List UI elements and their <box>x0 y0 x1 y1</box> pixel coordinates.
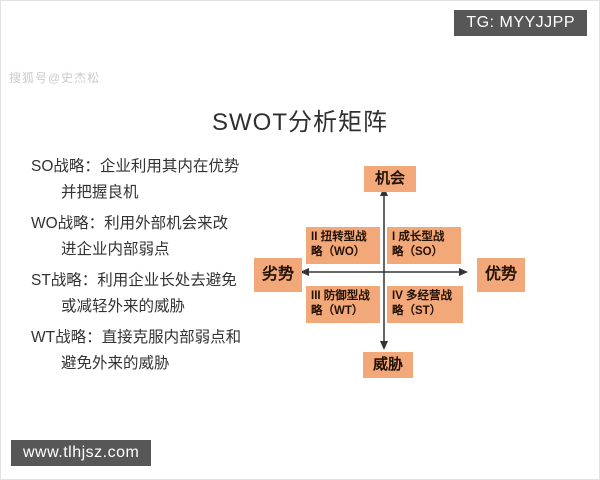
arrow-left-icon <box>300 268 309 276</box>
strategy-wo-line2: 进企业内部弱点 <box>61 241 170 258</box>
strategy-so-line2: 并把握良机 <box>61 184 139 201</box>
quadrant-i-growth-so: I 成长型战 略（SO） <box>387 227 461 264</box>
page-title: SWOT分析矩阵 <box>212 109 388 136</box>
strategy-st-line1: ST战略：利用企业长处去避免 <box>31 272 237 289</box>
strategy-wt-line2: 避免外来的威胁 <box>61 355 170 372</box>
strategy-definitions: SO战略：企业利用其内在优势 并把握良机 WO战略：利用外部机会来改 进企业内部… <box>31 154 281 382</box>
axis-label-weakness: 劣势 <box>254 258 302 292</box>
quadrant-ii-turnaround-wo: II 扭转型战 略（WO） <box>306 227 380 264</box>
arrow-down-icon <box>380 341 388 350</box>
quadrant-iv-diversify-st: IV 多经营战 略（ST） <box>387 286 463 323</box>
quadrant-iii-defensive-wt: III 防御型战 略（WT） <box>306 286 380 323</box>
axis-label-threat: 威胁 <box>363 352 413 378</box>
axis-label-opportunity: 机会 <box>364 166 416 192</box>
website-badge: www.tlhjsz.com <box>11 440 152 466</box>
axis-label-strength: 优势 <box>477 258 525 292</box>
strategy-wt: WT战略：直接克服内部弱点和 避免外来的威胁 <box>31 325 281 377</box>
arrow-right-icon <box>459 268 468 276</box>
strategy-so-line1: SO战略：企业利用其内在优势 <box>31 158 240 175</box>
strategy-st: ST战略：利用企业长处去避免 或减轻外来的威胁 <box>31 268 281 320</box>
strategy-wt-line1: WT战略：直接克服内部弱点和 <box>31 329 242 346</box>
strategy-st-line2: 或减轻外来的威胁 <box>61 298 186 315</box>
strategy-wo-line1: WO战略：利用外部机会来改 <box>31 215 229 232</box>
tg-contact-badge: TG: MYYJJPP <box>454 10 587 36</box>
strategy-wo: WO战略：利用外部机会来改 进企业内部弱点 <box>31 211 281 263</box>
sohu-watermark: 搜狐号@史杰松 <box>9 71 101 85</box>
strategy-so: SO战略：企业利用其内在优势 并把握良机 <box>31 154 281 206</box>
